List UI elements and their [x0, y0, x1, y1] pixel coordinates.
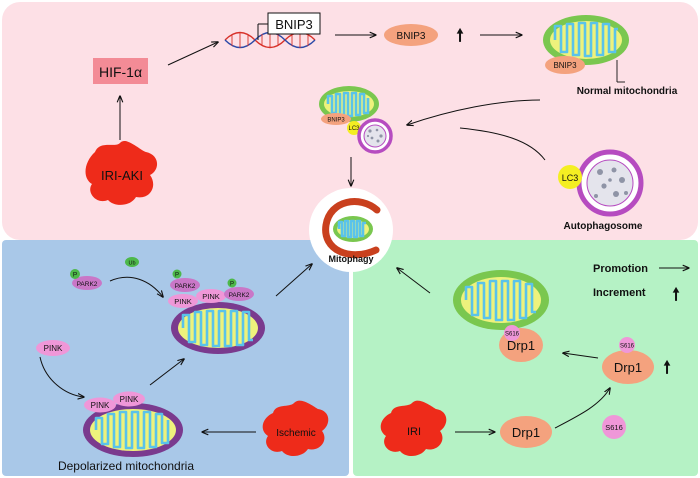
arrow-depolarized-to-recruited	[149, 359, 184, 386]
bnip3-gene-label: BNIP3	[275, 17, 313, 32]
arrow-mito-to-complex	[407, 99, 541, 125]
arrow-autophagosome-to-complex	[459, 127, 546, 161]
free-phospho-label: P	[73, 272, 77, 279]
ub-icon	[125, 257, 139, 267]
bnip3-increase-arrow: 🠕	[456, 26, 463, 45]
free-s616-label: S616	[605, 423, 623, 432]
depol-pink-1-label: PINK	[91, 401, 110, 410]
recruited-pink-1-label: PINK	[174, 297, 192, 306]
arrow-phospho-to-mito-drp1	[563, 353, 599, 359]
mito-s616-label: S616	[505, 332, 520, 338]
arrow-drp1-to-phospho	[554, 388, 610, 429]
phospho-drp1-protein	[602, 350, 654, 384]
phospho-drp1-label: Drp1	[614, 360, 642, 375]
depol-pink-1	[84, 397, 116, 413]
lc3-protein	[558, 165, 582, 189]
free-s616-icon	[602, 415, 626, 439]
depol-pink-2-label: PINK	[120, 395, 139, 404]
recruited-phospho-1	[172, 269, 182, 279]
free-pink-protein	[36, 340, 70, 356]
legend-increment-arrow: 🠕	[672, 285, 679, 304]
iri-label: IRI	[407, 426, 421, 438]
hif-label: HIF-1α	[99, 64, 142, 80]
ub-label: Ub	[128, 261, 135, 267]
recruited-phospho-2	[227, 278, 237, 288]
recruited-park2-1-label: PARK2	[175, 283, 196, 290]
arrow-hif-to-gene	[167, 42, 218, 66]
recruited-phospho-2-label: P	[230, 282, 234, 288]
autophagosome-label: Autophagosome	[564, 221, 643, 232]
legend-increment-label: Increment	[593, 287, 646, 299]
iri-blob	[380, 400, 447, 457]
drp1-increase-arrow: 🠕	[663, 358, 670, 377]
depolarized-label: Depolarized mitochondria	[58, 459, 194, 473]
free-phospho-icon	[70, 269, 80, 279]
phagophore-icon	[322, 198, 381, 259]
iri-aki-label: IRI-AKI	[101, 168, 143, 183]
bottom-left-panel	[2, 240, 349, 476]
hif-box	[93, 58, 148, 84]
drp1-protein	[500, 416, 552, 448]
mito-bnip3-label: BNIP3	[553, 61, 577, 70]
lc3-label: LC3	[562, 173, 579, 183]
autophagosome-icon	[576, 149, 644, 217]
drp1-mito-icon	[453, 270, 549, 330]
mitophagy-mito-icon	[333, 216, 373, 242]
free-park2-protein	[72, 276, 102, 290]
normal-mito-label: Normal mitochondria	[577, 86, 678, 97]
legend-promotion-label: Promotion	[593, 263, 648, 275]
free-park2-label: PARK2	[77, 281, 98, 288]
complex-lc3-label: LC3	[348, 126, 360, 132]
complex-bnip3-protein	[321, 113, 351, 125]
depol-pink-2	[113, 391, 145, 407]
normal-mitochondria-icon	[543, 15, 629, 65]
recruited-park2-2-label: PARK2	[229, 292, 250, 299]
arrow-park2-to-recruited	[109, 276, 163, 297]
phospho-s616-icon	[619, 337, 635, 353]
free-pink-label: PINK	[44, 344, 63, 353]
complex-lc3-protein	[347, 121, 361, 135]
arrow-pink-to-depolarized	[39, 356, 84, 397]
recruited-mito-icon	[171, 302, 265, 354]
recruited-park2-1	[170, 278, 200, 292]
mitophagy-label: Mitophagy	[329, 254, 374, 264]
recruited-phospho-1-label: P	[175, 273, 179, 279]
small-autophagosome-icon	[357, 118, 393, 154]
ischemic-label: Ischemic	[276, 428, 315, 439]
drp1-label: Drp1	[512, 425, 540, 440]
depolarized-mito-icon	[83, 403, 183, 457]
mitophagy-complex-icon	[319, 86, 379, 122]
bnip3-gene-box	[267, 12, 321, 35]
recruited-pink-2-label: PINK	[202, 292, 220, 301]
bnip3-protein-label: BNIP3	[397, 31, 426, 42]
arrow-drp1-mito-to-mitophagy	[397, 268, 431, 294]
recruited-pink-2	[196, 289, 226, 303]
iri-aki-blob	[85, 141, 158, 205]
complex-bnip3-label: BNIP3	[327, 118, 345, 124]
mito-s616-icon	[504, 325, 520, 341]
recruited-pink-1	[168, 294, 198, 308]
mito-bnip3-protein	[545, 56, 585, 74]
mito-drp1-label: Drp1	[507, 338, 535, 353]
phospho-s616-label: S616	[620, 344, 635, 350]
bnip3-protein	[384, 24, 438, 46]
ischemic-blob	[262, 400, 329, 457]
recruited-park2-2	[224, 287, 254, 301]
arrow-recruited-to-mitophagy	[275, 264, 312, 297]
